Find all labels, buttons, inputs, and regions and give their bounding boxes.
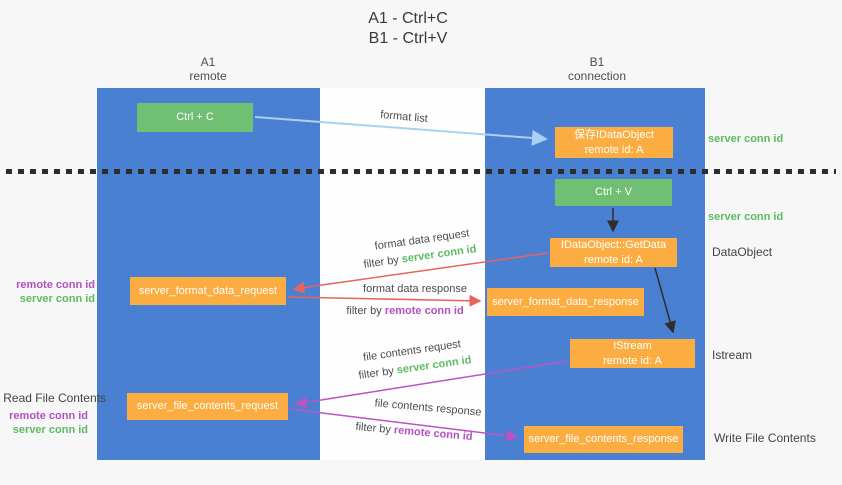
node-idataobject-getdata-line2: remote id: A xyxy=(584,253,643,266)
annotation-remote-conn-id-left-bottom: remote conn id xyxy=(9,410,88,422)
node-server-file-contents-response-label: server_file_contents_response xyxy=(528,433,679,446)
annotation-conn-ids-left-bottom: remote conn id server conn id xyxy=(0,409,88,438)
annotation-remote-conn-id-left-top: remote conn id xyxy=(16,279,95,291)
annotation-conn-ids-left-top: remote conn id server conn id xyxy=(0,278,95,307)
annotation-server-conn-id-left-bottom: server conn id xyxy=(12,424,88,437)
annotation-istream: Istream xyxy=(712,348,753,362)
annotation-server-conn-id-right-top: server conn id xyxy=(708,133,784,145)
node-save-idataobject: 保存IDataObject remote id: A xyxy=(555,127,673,158)
column-header-b1: B1 connection xyxy=(568,55,626,84)
node-server-file-contents-response: server_file_contents_response xyxy=(524,426,683,453)
node-ctrl-v: Ctrl + V xyxy=(555,179,672,206)
node-ctrl-c: Ctrl + C xyxy=(137,103,253,132)
column-b1-name: B1 xyxy=(589,55,605,69)
annotation-server-conn-id-left-top: server conn id xyxy=(19,293,95,306)
diagram-title: A1 - Ctrl+C B1 - Ctrl+V xyxy=(368,9,448,50)
node-server-file-contents-request-label: server_file_contents_request xyxy=(136,400,279,413)
node-istream: IStream remote id: A xyxy=(570,339,695,368)
node-server-format-data-response: server_format_data_response xyxy=(487,288,644,316)
node-istream-line1: IStream xyxy=(613,340,652,353)
node-idataobject-getdata: IDataObject::GetData remote id: A xyxy=(550,238,677,267)
node-ctrl-c-label: Ctrl + C xyxy=(176,111,214,124)
title-line-2: B1 - Ctrl+V xyxy=(368,30,448,48)
annotation-server-conn-id-right-mid: server conn id xyxy=(708,211,784,223)
node-server-format-data-request: server_format_data_request xyxy=(130,277,286,305)
separator-dotted-line xyxy=(6,169,836,174)
annotation-read-file-contents: Read File Contents xyxy=(3,391,106,405)
filter-key-remote-conn-id: remote conn id xyxy=(384,305,464,317)
edge-filter-format-data-response: filter by remote conn id xyxy=(346,305,463,317)
node-save-idataobject-line2: remote id: A xyxy=(584,143,644,156)
annotation-write-file-contents: Write File Contents xyxy=(714,431,816,445)
node-ctrl-v-label: Ctrl + V xyxy=(595,186,632,199)
edge-label-format-data-response: format data response xyxy=(363,283,467,295)
node-server-file-contents-request: server_file_contents_request xyxy=(127,393,288,420)
annotation-dataobject: DataObject xyxy=(712,245,773,259)
column-a1-subtitle: remote xyxy=(189,69,227,84)
column-b1-subtitle: connection xyxy=(567,69,627,84)
node-server-format-data-response-label: server_format_data_response xyxy=(492,295,639,308)
node-server-format-data-request-label: server_format_data_request xyxy=(138,284,278,297)
node-save-idataobject-line1: 保存IDataObject xyxy=(573,129,655,142)
title-line-1: A1 - Ctrl+C xyxy=(368,10,448,27)
column-header-a1: A1 remote xyxy=(189,55,226,84)
node-istream-line2: remote id: A xyxy=(603,354,662,367)
node-idataobject-getdata-line1: IDataObject::GetData xyxy=(560,239,667,252)
filter-prefix: filter by xyxy=(346,305,382,317)
column-a1-name: A1 xyxy=(200,55,216,69)
